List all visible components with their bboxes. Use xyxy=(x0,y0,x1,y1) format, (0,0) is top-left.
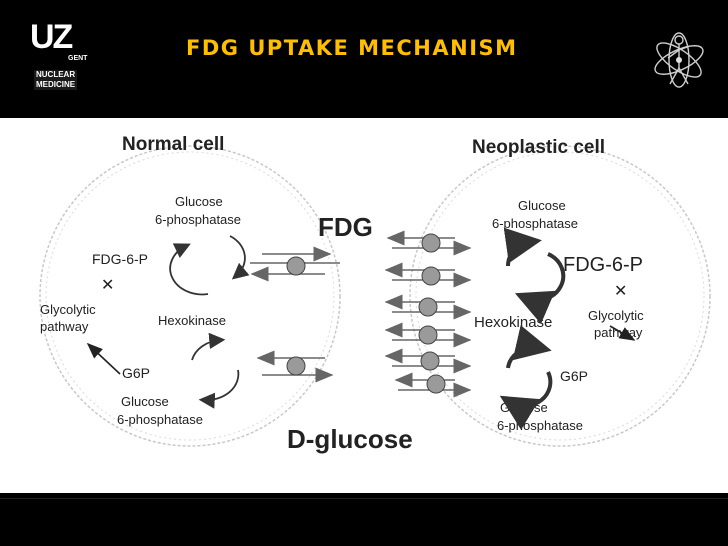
neoplastic-fdg6p-label: FDG-6-P xyxy=(563,254,643,276)
d-glucose-label: D-glucose xyxy=(287,424,413,454)
normal-top-cycle xyxy=(169,235,250,296)
normal-top-enzyme-line1: Glucose xyxy=(175,194,223,209)
neoplastic-top-cycle xyxy=(503,227,566,324)
normal-pathway-line1: Glycolytic xyxy=(40,302,96,317)
normal-block-mark: ✕ xyxy=(101,277,114,294)
normal-transporter-fdg xyxy=(250,246,340,282)
normal-transporter-glucose xyxy=(256,350,334,383)
neoplastic-block-mark: ✕ xyxy=(614,283,627,300)
neoplastic-bottom-enzyme-line2: 6-phosphatase xyxy=(497,418,583,433)
neoplastic-cell-membrane xyxy=(409,145,711,447)
normal-fdg6p-label: FDG-6-P xyxy=(92,251,148,267)
neoplastic-g6p-label: G6P xyxy=(560,368,588,384)
uz-gent-logo: UZ GENT NUCLEAR MEDICINE xyxy=(26,18,92,98)
slide-title: FDG UPTAKE MECHANISM xyxy=(186,36,518,60)
normal-g6p-to-pathway-arrow xyxy=(86,342,121,375)
logo-dept-line2: MEDICINE xyxy=(34,80,78,90)
neoplastic-pathway-line1: Glycolytic xyxy=(588,308,644,323)
logo-city: GENT xyxy=(68,55,88,62)
neoplastic-top-enzyme-line2: 6-phosphatase xyxy=(492,216,578,231)
diagram-panel: Normal cell Neoplastic cell FDG D-glucos… xyxy=(0,118,728,493)
normal-bottom-enzyme-line1: Glucose xyxy=(121,394,169,409)
normal-cell-title: Normal cell xyxy=(122,134,224,155)
footer-divider xyxy=(0,498,728,499)
slide-header: UZ GENT NUCLEAR MEDICINE FDG UPTAKE MECH… xyxy=(0,0,728,118)
neoplastic-cell-title: Neoplastic cell xyxy=(472,137,605,158)
normal-g6p-label: G6P xyxy=(122,365,150,381)
neoplastic-hexokinase-label: Hexokinase xyxy=(474,314,552,331)
logo-brand: UZ xyxy=(30,18,73,56)
normal-bottom-enzyme-line2: 6-phosphatase xyxy=(117,412,203,427)
logo-dept-line1: NUCLEAR xyxy=(34,70,78,80)
neoplastic-pathway-arrow xyxy=(609,325,636,341)
neoplastic-transporters xyxy=(384,230,472,398)
logo-department: NUCLEAR MEDICINE xyxy=(34,70,78,90)
neoplastic-pathway-line2: pathway xyxy=(594,325,643,340)
normal-bottom-cycle xyxy=(191,332,240,409)
neoplastic-bottom-cycle xyxy=(499,325,553,430)
normal-cell-membrane xyxy=(39,145,341,447)
normal-hexokinase-label: Hexokinase xyxy=(158,313,226,328)
normal-pathway-line2: pathway xyxy=(40,319,89,334)
normal-top-enzyme-line2: 6-phosphatase xyxy=(155,212,241,227)
neoplastic-top-enzyme-line1: Glucose xyxy=(518,198,566,213)
fdg-label: FDG xyxy=(318,212,373,242)
atom-figure-icon xyxy=(654,32,704,88)
fdg-uptake-diagram: Normal cell Neoplastic cell FDG D-glucos… xyxy=(39,134,711,454)
slide-footer xyxy=(0,493,728,546)
